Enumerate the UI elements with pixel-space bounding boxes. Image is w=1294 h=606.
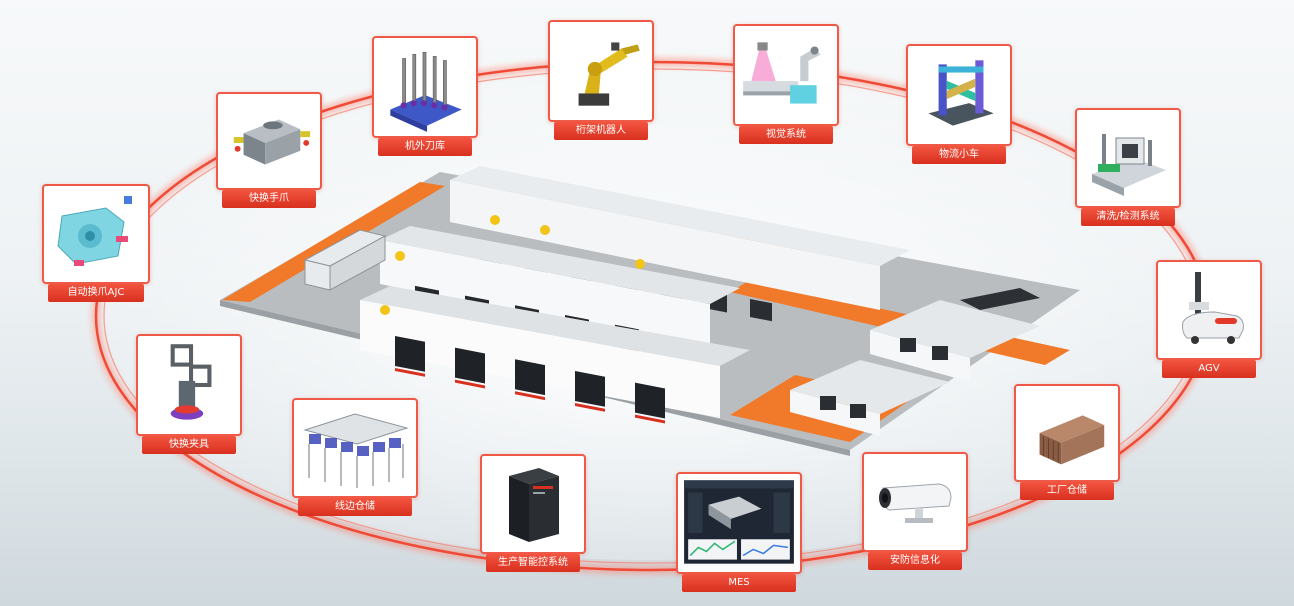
vision-system-icon xyxy=(743,42,821,104)
node-mes-card xyxy=(676,472,802,574)
node-control-label: 生产智能控系统 xyxy=(486,554,580,572)
node-vision-label: 视觉系统 xyxy=(739,126,833,144)
ajc-gripper-icon xyxy=(57,196,132,266)
quick-change-hand-icon xyxy=(233,119,311,165)
agv-icon xyxy=(1182,272,1244,344)
node-vision-card xyxy=(733,24,839,126)
node-robot[interactable]: 桁架机器人 xyxy=(548,20,654,142)
node-camera-label: 安防信息化 xyxy=(868,552,962,570)
warehouse-box-icon xyxy=(1039,415,1105,465)
node-control[interactable]: 生产智能控系统 xyxy=(480,454,586,574)
node-quick-fixture[interactable]: 快换夹具 xyxy=(136,334,242,456)
node-factory-warehouse-label: 工厂仓储 xyxy=(1020,482,1114,500)
transfer-cart-icon xyxy=(928,60,994,126)
node-cart-card xyxy=(906,44,1012,146)
fixture-tower-icon xyxy=(390,52,462,132)
node-quick-hand[interactable]: 快换手爪 xyxy=(216,92,322,210)
node-fixture[interactable]: 机外刀库 xyxy=(372,36,478,158)
node-cleaning-label: 清洗/检测系统 xyxy=(1081,208,1175,226)
node-ajc-card xyxy=(42,184,150,284)
factory-layout-illustration xyxy=(220,166,1080,456)
node-line-warehouse-card xyxy=(292,398,418,498)
node-agv-label: AGV xyxy=(1162,360,1256,378)
node-cleaning-card xyxy=(1075,108,1181,208)
cleaning-station-icon xyxy=(1092,134,1166,196)
node-fixture-card xyxy=(372,36,478,138)
node-robot-card xyxy=(548,20,654,122)
node-quick-fixture-card xyxy=(136,334,242,436)
machine-row-front xyxy=(360,286,750,424)
node-mes-label: MES xyxy=(682,574,796,592)
node-factory-warehouse[interactable]: 工厂仓储 xyxy=(1014,384,1120,502)
node-cart-label: 物流小车 xyxy=(912,146,1006,164)
storage-rack-icon xyxy=(303,413,409,488)
quick-fixture-icon xyxy=(170,344,212,420)
node-quick-hand-card xyxy=(216,92,322,190)
node-ajc[interactable]: 自动换爪AJC xyxy=(42,184,150,304)
node-control-card xyxy=(480,454,586,554)
left-storage-racks xyxy=(303,229,387,291)
node-cart[interactable]: 物流小车 xyxy=(906,44,1012,166)
node-line-warehouse[interactable]: 线边仓储 xyxy=(292,398,418,518)
node-vision[interactable]: 视觉系统 xyxy=(733,24,839,146)
node-camera-card xyxy=(862,452,968,552)
node-mes[interactable]: MES xyxy=(676,472,802,594)
security-camera-icon xyxy=(879,483,952,523)
right-work-cells xyxy=(790,288,1040,436)
node-cleaning[interactable]: 清洗/检测系统 xyxy=(1075,108,1181,228)
node-agv-card xyxy=(1156,260,1262,360)
mes-dashboard-icon xyxy=(684,480,794,564)
node-quick-hand-label: 快换手爪 xyxy=(222,190,316,208)
node-ajc-label: 自动换爪AJC xyxy=(48,284,144,302)
node-fixture-label: 机外刀库 xyxy=(378,138,472,156)
robot-markers xyxy=(380,215,645,315)
industrial-robot-icon xyxy=(578,42,640,106)
node-quick-fixture-label: 快换夹具 xyxy=(142,436,236,454)
node-robot-label: 桁架机器人 xyxy=(554,122,648,140)
node-factory-warehouse-card xyxy=(1014,384,1120,482)
node-camera[interactable]: 安防信息化 xyxy=(862,452,968,572)
node-line-warehouse-label: 线边仓储 xyxy=(298,498,412,516)
control-cabinet-icon xyxy=(509,468,559,542)
node-agv[interactable]: AGV xyxy=(1156,260,1262,380)
